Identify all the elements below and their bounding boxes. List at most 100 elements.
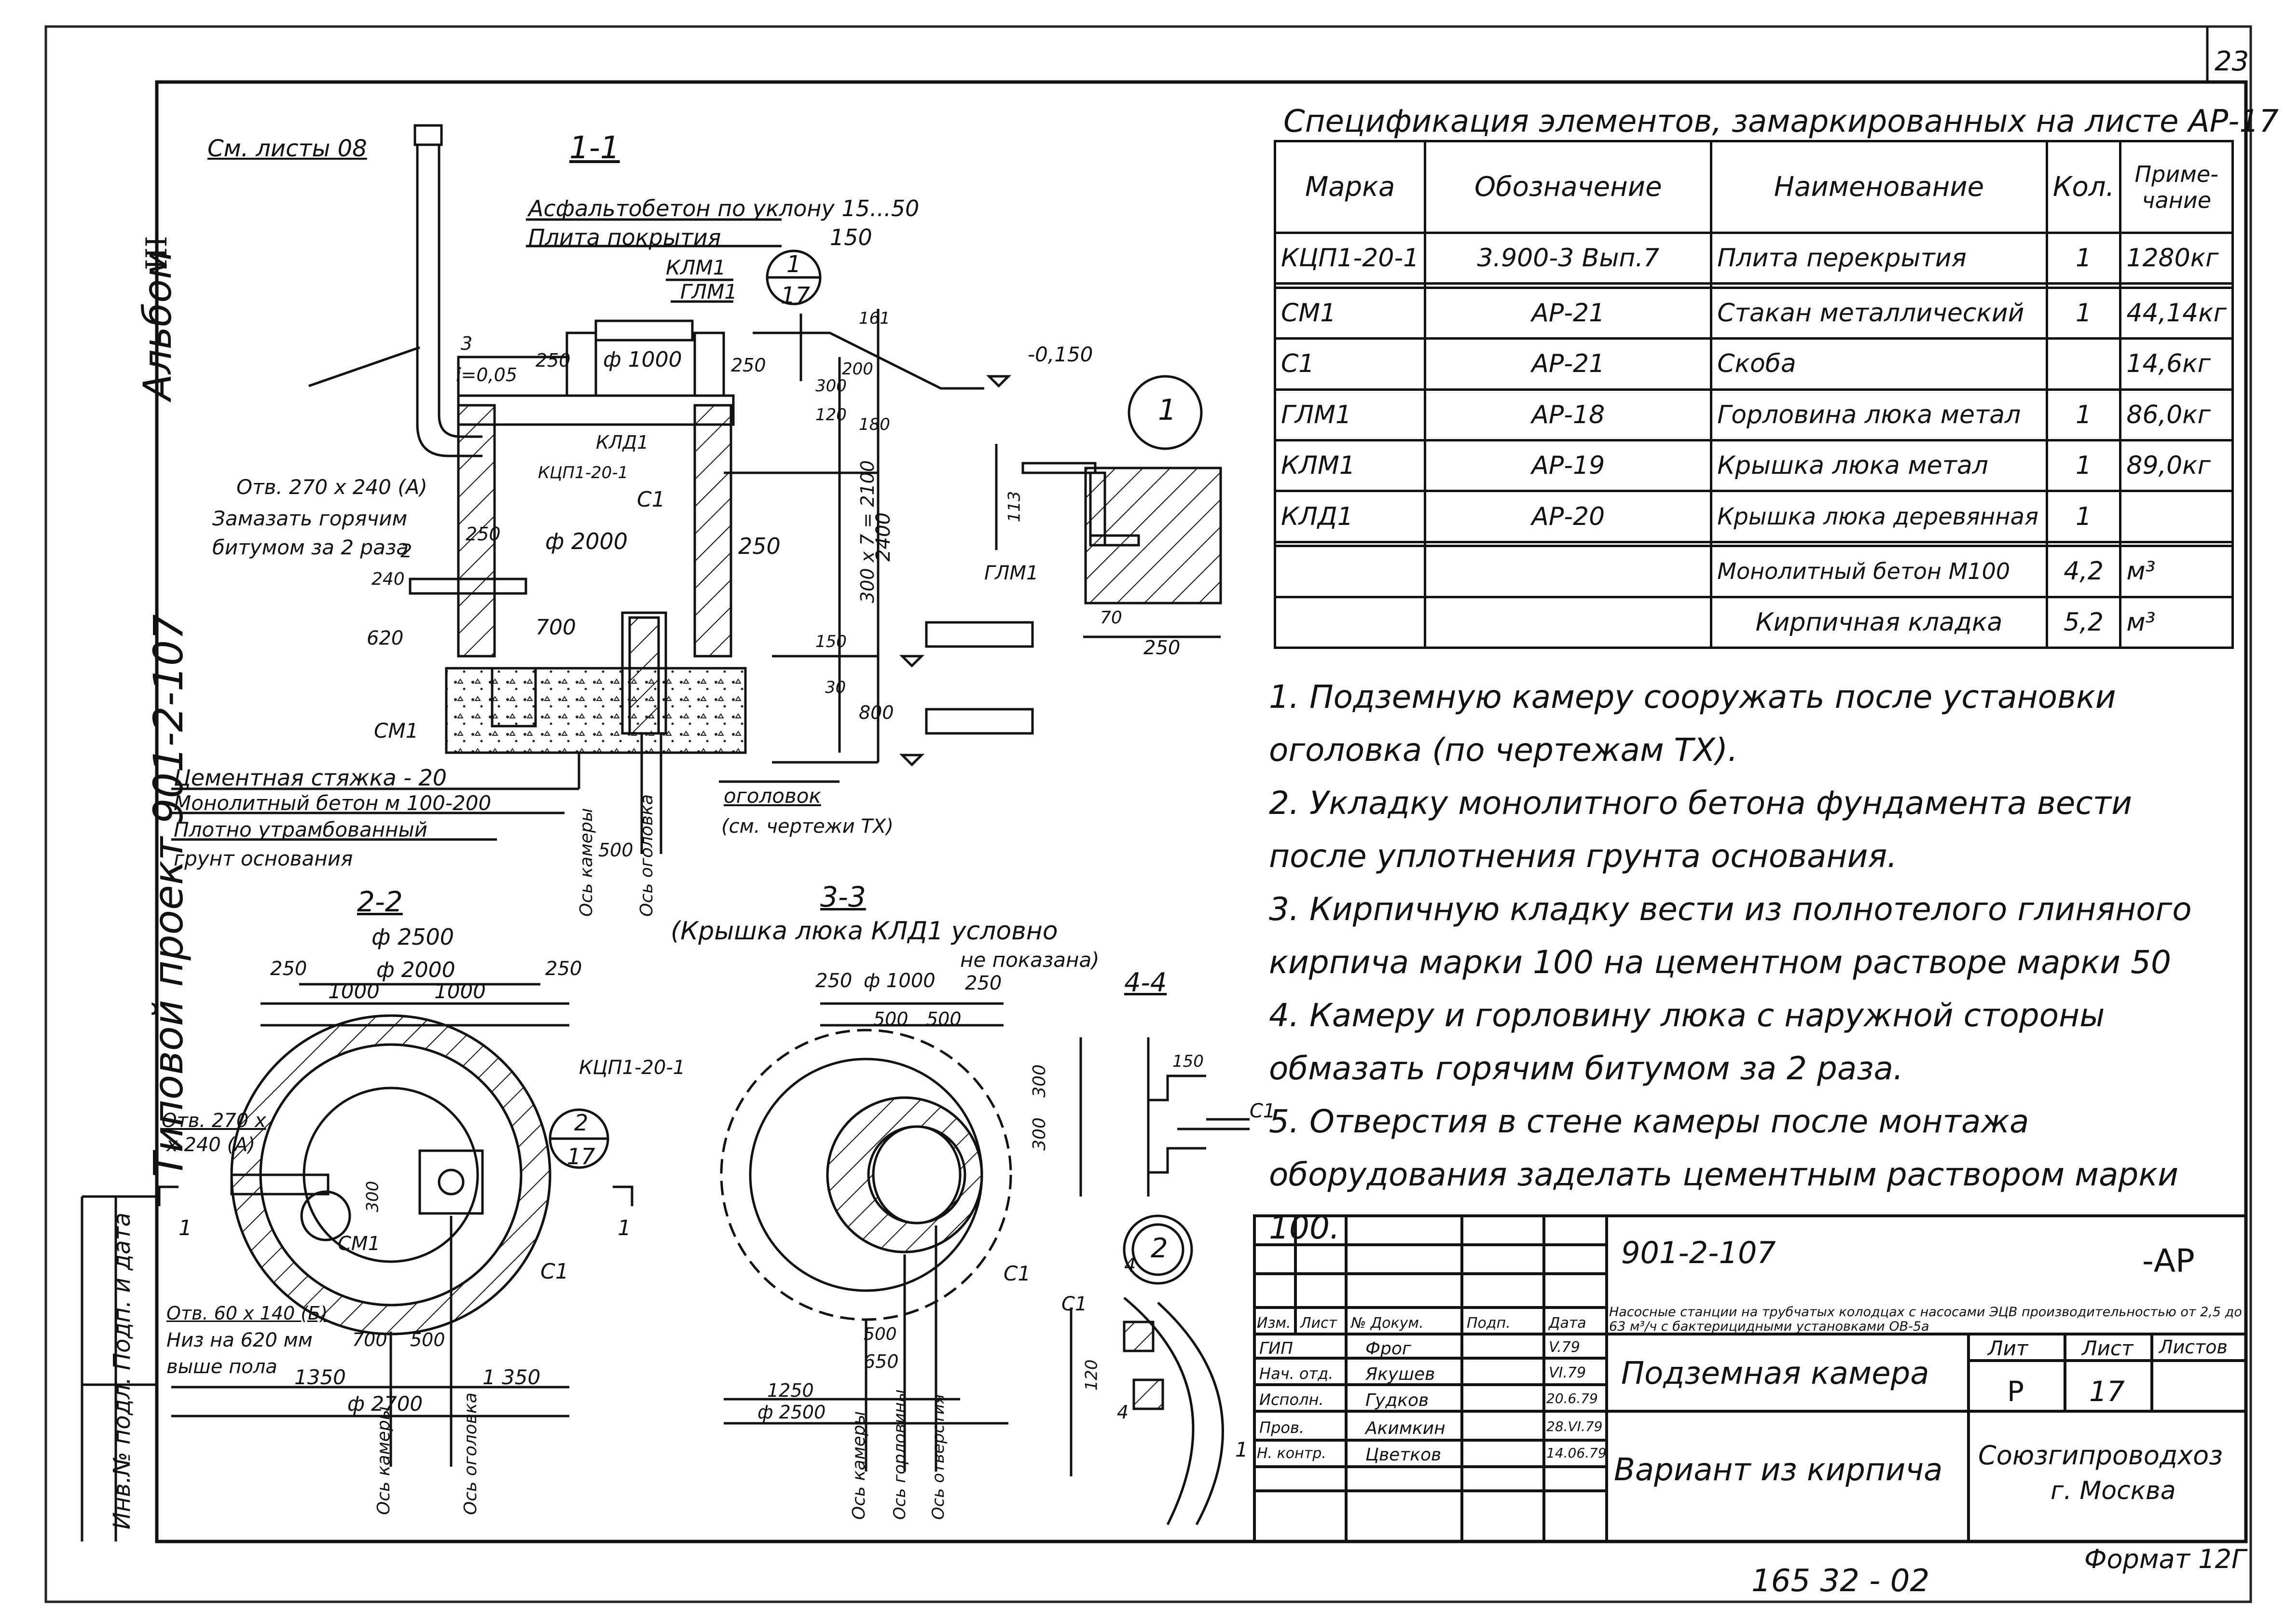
soil-label-1: Плотно утрамбованный	[174, 818, 427, 841]
s3-d250-b: 250	[965, 972, 1002, 994]
tb-col-doc: № Докум.	[1351, 1315, 1424, 1332]
spec-note: 86,0кг	[2119, 388, 2234, 441]
tb-col-date: Дата	[1549, 1315, 1586, 1332]
section-1-title: 1-1	[569, 130, 620, 166]
spec-note	[2119, 490, 2234, 543]
spec-qty: 1	[2045, 388, 2122, 441]
spec-header-note: Приме- чание	[2119, 140, 2234, 234]
cover-plate-label: Плита покрытия	[528, 224, 721, 250]
s3-d1250: 1250	[767, 1380, 814, 1401]
d200-label: 200	[842, 359, 873, 379]
s3-d500-c: 500	[864, 1324, 897, 1344]
spec-table: Марка Обозначение Наименование Кол. Прим…	[1273, 140, 2234, 649]
s3-d250: 250	[815, 970, 853, 992]
s2-d1000-b: 1000	[434, 979, 486, 1003]
asphalt-label: Асфальтобетон по уклону 15...50	[528, 195, 920, 221]
s4-c1: С1	[1250, 1100, 1276, 1122]
note-item: 1. Подземную камеру сооружать после уста…	[1269, 678, 2116, 769]
spec-name: Горловина люка метал	[1710, 388, 2048, 441]
spec-note: 14,6кг	[2119, 337, 2234, 391]
callout-1-num: 1	[786, 251, 801, 278]
cover-dim: 150	[830, 224, 872, 250]
note-item: 5. Отверстия в стене камеры после монтаж…	[1269, 1103, 2179, 1246]
c1-label: С1	[637, 487, 665, 512]
spec-note: 44,14кг	[2119, 286, 2234, 340]
s2-d300: 300	[363, 1181, 383, 1212]
s2-callout-sheet: 17	[567, 1143, 595, 1170]
spec-name: Крышка люка деревянная	[1710, 490, 2048, 543]
s3-d500-a: 500	[873, 1008, 908, 1030]
tb-col-sheet: Лист	[1300, 1315, 1337, 1332]
hole-label: Отв. 270 x 240 (А)	[236, 475, 427, 499]
page-number: 23	[2215, 46, 2249, 77]
d250-a: 250	[536, 350, 571, 371]
s2-d1350-a: 1350	[294, 1365, 346, 1389]
spec-note: м³	[2119, 595, 2234, 649]
s2-c1: С1	[540, 1259, 569, 1284]
tb-code: 901-2-107	[1621, 1235, 1776, 1270]
spec-doc: АР-21	[1424, 286, 1713, 340]
tb-person: Гудков	[1365, 1390, 1429, 1410]
d1000-label: ф 1000	[603, 347, 682, 372]
d120-label: 120	[815, 405, 847, 425]
d240-label: 240	[372, 569, 405, 589]
tb-col-change: Изм.	[1257, 1315, 1291, 1332]
slope-label: i=0,05	[456, 364, 518, 385]
concrete-label: Монолитный бетон м 100-200	[174, 791, 492, 815]
tb-person: Акимкин	[1365, 1418, 1445, 1438]
format-label: Формат 12Г	[2084, 1544, 2246, 1574]
d300x7-label: 300 x 7 = 2100	[857, 460, 879, 604]
section-4-4-drawing	[1079, 1037, 1250, 1197]
tb-person: Якушев	[1365, 1364, 1435, 1384]
s2-d700: 700	[352, 1329, 387, 1350]
d250-d: 250	[738, 533, 781, 559]
detail-2-four-a: 4	[1124, 1254, 1136, 1276]
detail-1-d250: 250	[1143, 637, 1181, 659]
tb-role: Нач. отд.	[1259, 1364, 1334, 1383]
s3-d1000: ф 1000	[864, 970, 936, 992]
s2-d2000: ф 2000	[376, 958, 455, 982]
tb-list-header: Лист	[2082, 1336, 2134, 1360]
s4-d300-b: 300	[1029, 1117, 1049, 1151]
bitumen-label-1: Замазать горячим	[212, 507, 408, 530]
d150-label: 150	[815, 632, 847, 651]
kld-label: КЛД1	[596, 432, 649, 453]
callout-1-sheet: 17	[781, 282, 811, 309]
spec-name: Плита перекрытия	[1710, 231, 2048, 285]
tb-person: Фрог	[1365, 1339, 1411, 1359]
section-3-3-drawing	[720, 1002, 1012, 1472]
detail-1-glm: ГЛМ1	[984, 562, 1039, 584]
s2-one-left: 1	[179, 1216, 192, 1240]
spec-qty: 1	[2045, 286, 2122, 340]
head-ref-label: (см. чертежи ТХ)	[721, 815, 894, 838]
spec-qty: 4,2	[2045, 545, 2122, 598]
s2-axis-head: Ось оголовка	[461, 1392, 481, 1515]
s3-note-2: не показана)	[960, 948, 1100, 972]
spec-qty	[2045, 337, 2122, 391]
tb-list-value: 17	[2089, 1375, 2125, 1408]
tb-title-2: Вариант из кирпича	[1614, 1452, 1943, 1488]
axis-cam-label: Ось камеры	[577, 808, 596, 917]
section-1-1-drawing	[171, 124, 1012, 854]
s2-low-2: выше пола	[166, 1356, 277, 1378]
two-label: 2	[400, 540, 413, 562]
d500-label: 500	[598, 840, 633, 861]
spec-name: Стакан металлический	[1710, 286, 2048, 340]
spec-doc: 3.900-3 Вып.7	[1424, 231, 1713, 285]
three-label: 3	[461, 333, 473, 354]
tb-sheet-code: -АР	[2142, 1242, 2195, 1280]
d2000-label: ф 2000	[545, 528, 628, 554]
section-2-2-drawing	[158, 983, 633, 1467]
s2-kcp: КЦП1-20-1	[579, 1057, 686, 1079]
s3-d650: 650	[864, 1351, 899, 1372]
axis-head-label: Ось оголовка	[637, 794, 657, 917]
spec-mark	[1273, 595, 1427, 649]
detail-2-c1: С1	[1061, 1293, 1087, 1315]
spec-qty: 1	[2045, 231, 2122, 285]
s3-axis-cam: Ось камеры	[849, 1411, 869, 1520]
spec-name: Крышка люка метал	[1710, 439, 2048, 493]
d180-label: 180	[859, 415, 890, 434]
